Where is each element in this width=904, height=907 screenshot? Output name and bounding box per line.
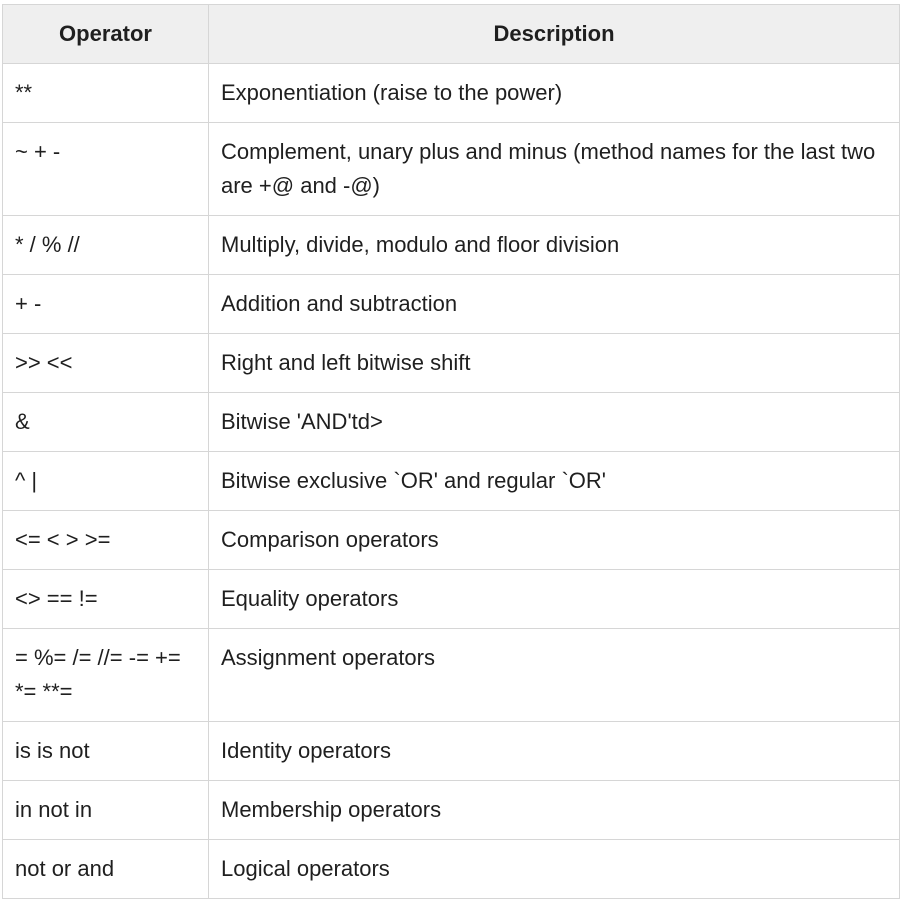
description-cell: Right and left bitwise shift — [208, 333, 900, 393]
description-cell: Complement, unary plus and minus (method… — [208, 122, 900, 216]
operator-cell: + - — [2, 274, 209, 334]
table-row: <= < > >= Comparison operators — [2, 510, 900, 570]
description-cell: Bitwise 'AND'td> — [208, 392, 900, 452]
description-cell: Bitwise exclusive `OR' and regular `OR' — [208, 451, 900, 511]
table-row: ^ | Bitwise exclusive `OR' and regular `… — [2, 451, 900, 511]
operator-precedence-table: Operator Description ** Exponentiation (… — [2, 4, 900, 899]
table-row: is is not Identity operators — [2, 721, 900, 781]
operator-cell: not or and — [2, 839, 209, 899]
table-row: ** Exponentiation (raise to the power) — [2, 63, 900, 123]
description-cell: Addition and subtraction — [208, 274, 900, 334]
table-row: >> << Right and left bitwise shift — [2, 333, 900, 393]
operator-cell: ^ | — [2, 451, 209, 511]
description-cell: Membership operators — [208, 780, 900, 840]
description-cell: Assignment operators — [208, 628, 900, 722]
header-description: Description — [208, 4, 900, 64]
operator-cell: ~ + - — [2, 122, 209, 216]
table-row: <> == != Equality operators — [2, 569, 900, 629]
table-row: & Bitwise 'AND'td> — [2, 392, 900, 452]
description-cell: Comparison operators — [208, 510, 900, 570]
description-cell: Exponentiation (raise to the power) — [208, 63, 900, 123]
table-row: * / % // Multiply, divide, modulo and fl… — [2, 215, 900, 275]
operator-cell: is is not — [2, 721, 209, 781]
operator-cell: <= < > >= — [2, 510, 209, 570]
description-cell: Equality operators — [208, 569, 900, 629]
operator-cell: in not in — [2, 780, 209, 840]
operator-cell: >> << — [2, 333, 209, 393]
operator-cell: ** — [2, 63, 209, 123]
table-row: in not in Membership operators — [2, 780, 900, 840]
table-row: = %= /= //= -= += *= **= Assignment oper… — [2, 628, 900, 722]
table-row: not or and Logical operators — [2, 839, 900, 899]
operator-precedence-table-container: Operator Description ** Exponentiation (… — [2, 4, 900, 899]
description-cell: Logical operators — [208, 839, 900, 899]
description-cell: Multiply, divide, modulo and floor divis… — [208, 215, 900, 275]
table-header-row: Operator Description — [2, 4, 900, 64]
operator-cell: * / % // — [2, 215, 209, 275]
description-cell: Identity operators — [208, 721, 900, 781]
table-row: ~ + - Complement, unary plus and minus (… — [2, 122, 900, 216]
header-operator: Operator — [2, 4, 209, 64]
operator-cell: = %= /= //= -= += *= **= — [2, 628, 209, 722]
table-row: + - Addition and subtraction — [2, 274, 900, 334]
operator-cell: & — [2, 392, 209, 452]
operator-cell: <> == != — [2, 569, 209, 629]
